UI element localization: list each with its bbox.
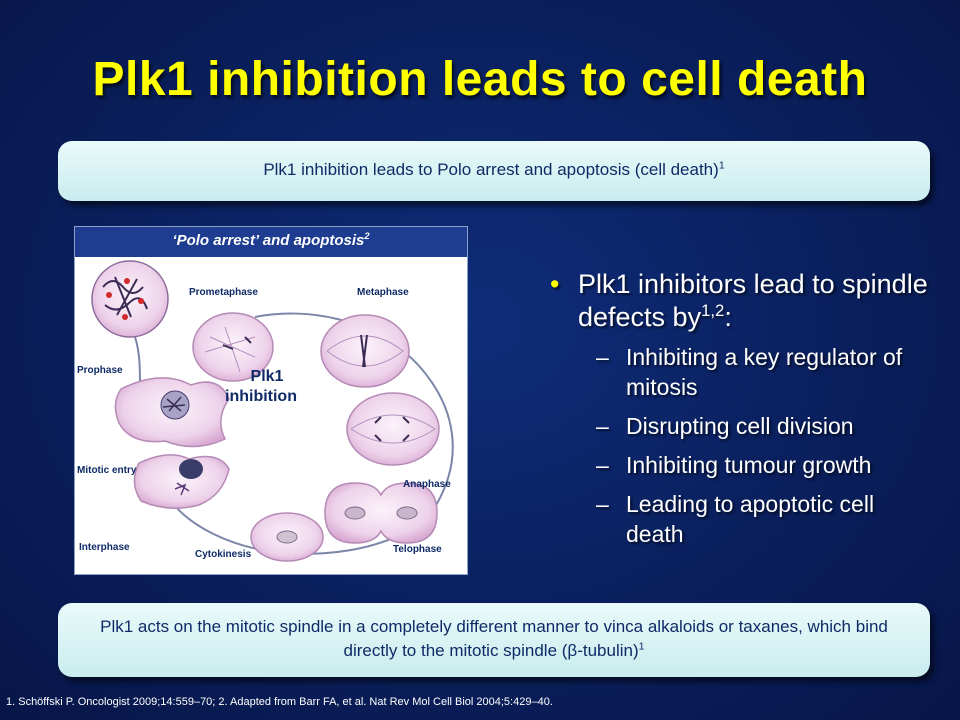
sub-bullet-text: Inhibiting tumour growth <box>626 452 872 478</box>
sub-bullet: –Leading to apoptotic cell death <box>596 489 938 549</box>
top-callout-text: Plk1 inhibition leads to Polo arrest and… <box>263 160 719 179</box>
sub-bullet: –Disrupting cell division <box>596 411 938 441</box>
label-anaphase: Anaphase <box>403 479 451 490</box>
figure-body: Plk1 inhibition Prophase Prometaphase Me… <box>75 257 467 574</box>
figure-header: ‘Polo arrest’ and apoptosis2 <box>75 227 467 257</box>
dash-icon: – <box>596 413 609 439</box>
cell-cycle-diagram: Plk1 inhibition Prophase Prometaphase Me… <box>77 260 454 562</box>
cell-prometaphase <box>192 312 274 382</box>
sub-bullet-text: Disrupting cell division <box>626 413 854 439</box>
figure-header-ref: 2 <box>364 231 370 241</box>
cell-mitotic-entry <box>114 377 230 448</box>
main-bullet-suffix: : <box>724 302 732 332</box>
label-interphase: Interphase <box>79 542 130 553</box>
label-cytokinesis: Cytokinesis <box>195 549 252 560</box>
bullet-list: • Plk1 inhibitors lead to spindle defect… <box>548 268 938 558</box>
sub-bullet: –Inhibiting tumour growth <box>596 450 938 480</box>
sub-bullet: –Inhibiting a key regulator of mitosis <box>596 342 938 402</box>
cell-cytokinesis <box>250 512 324 562</box>
dash-icon: – <box>596 491 609 517</box>
dash-icon: – <box>596 452 609 478</box>
top-callout-ref: 1 <box>718 159 725 172</box>
cell-metaphase <box>320 314 410 388</box>
main-bullet-ref: 1,2 <box>701 301 725 320</box>
cell-cycle-figure: ‘Polo arrest’ and apoptosis2 <box>74 226 468 575</box>
top-callout-box: Plk1 inhibition leads to Polo arrest and… <box>58 141 930 201</box>
sub-bullet-text: Leading to apoptotic cell death <box>626 491 875 547</box>
cell-telophase <box>324 482 438 544</box>
dash-icon: – <box>596 344 609 370</box>
cell-anaphase <box>346 392 440 466</box>
label-prophase: Prophase <box>77 365 123 376</box>
bottom-callout-ref: 1 <box>638 640 645 653</box>
label-mitotic-entry: Mitotic entry <box>77 465 137 476</box>
plk1-label: Plk1 <box>251 368 284 385</box>
slide-title: Plk1 inhibition leads to cell death <box>92 53 868 106</box>
bullet-dot-icon: • <box>550 269 560 299</box>
main-bullet: • Plk1 inhibitors lead to spindle defect… <box>548 268 938 334</box>
inhibition-label: inhibition <box>225 388 297 405</box>
sub-bullet-list: –Inhibiting a key regulator of mitosis –… <box>548 342 938 549</box>
cell-prophase <box>91 260 169 338</box>
bottom-callout-text: Plk1 acts on the mitotic spindle in a co… <box>100 617 888 660</box>
references: 1. Schöffski P. Oncologist 2009;14:559–7… <box>6 696 553 708</box>
cell-interphase <box>133 454 230 509</box>
bottom-callout-box: Plk1 acts on the mitotic spindle in a co… <box>58 603 930 677</box>
sub-bullet-text: Inhibiting a key regulator of mitosis <box>626 344 903 400</box>
label-prometaphase: Prometaphase <box>189 287 258 298</box>
figure-header-text: ‘Polo arrest’ and apoptosis <box>172 232 365 249</box>
label-metaphase: Metaphase <box>357 287 409 298</box>
label-telophase: Telophase <box>393 544 442 555</box>
main-bullet-text: Plk1 inhibitors lead to spindle defects … <box>578 269 928 332</box>
